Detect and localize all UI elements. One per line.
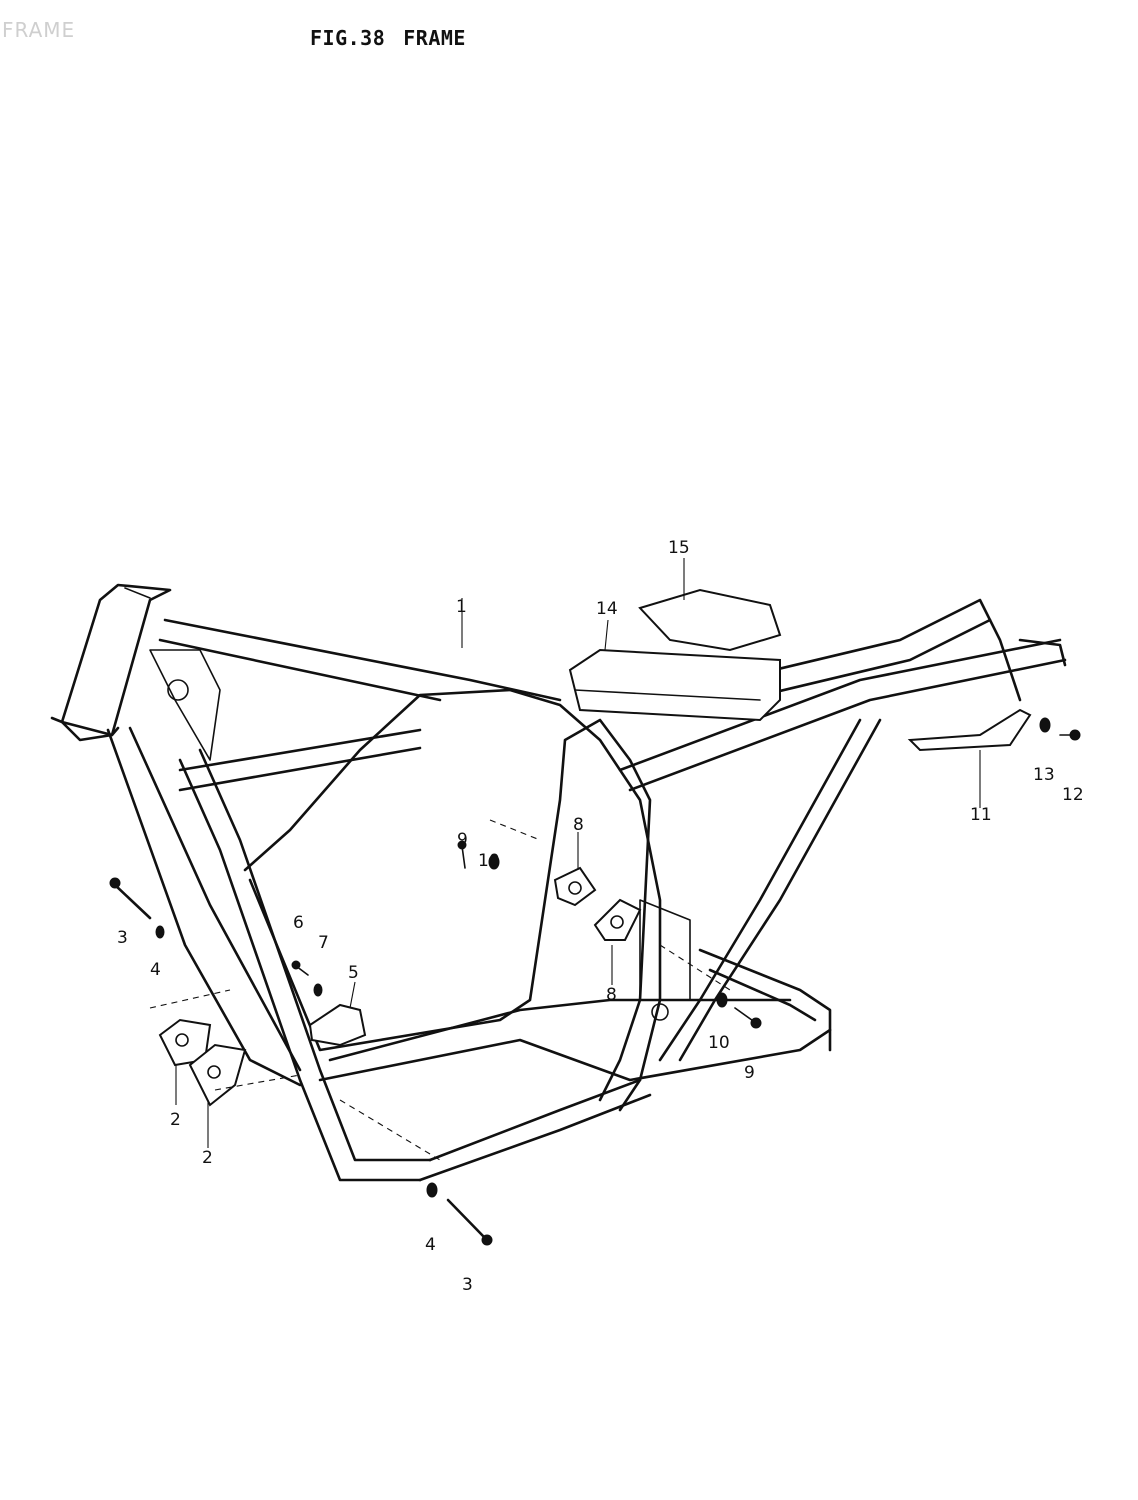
callout-labels: 1 2 2 3 3 4 4 5 6 7 8 8 9 9 10 10 11 12 … <box>117 538 1084 1295</box>
leader-lines <box>175 558 981 1148</box>
callout-9a: 9 <box>457 830 468 850</box>
callout-10a: 10 <box>478 851 500 871</box>
faded-watermark: FRAME <box>2 18 76 42</box>
figure-name: FRAME <box>403 26 466 50</box>
frame-assembly <box>50 583 1067 1182</box>
callout-8b: 8 <box>606 985 617 1005</box>
callout-8a: 8 <box>573 815 584 835</box>
callout-7: 7 <box>318 933 329 953</box>
callout-10b: 10 <box>708 1033 730 1053</box>
callout-12: 12 <box>1062 785 1084 805</box>
callout-3b: 3 <box>462 1275 473 1295</box>
figure-number: FIG.38 <box>310 26 386 50</box>
callout-13: 13 <box>1033 765 1055 785</box>
callout-11: 11 <box>970 805 992 825</box>
callout-5: 5 <box>348 963 359 983</box>
callout-2b: 2 <box>202 1148 213 1168</box>
callout-15: 15 <box>668 538 690 558</box>
callout-2a: 2 <box>170 1110 181 1130</box>
callout-3a: 3 <box>117 928 128 948</box>
callout-9b: 9 <box>744 1063 755 1083</box>
callout-4b: 4 <box>425 1235 436 1255</box>
callout-6: 6 <box>293 913 304 933</box>
callout-1: 1 <box>456 597 467 617</box>
callout-14: 14 <box>596 599 618 619</box>
callout-4a: 4 <box>150 960 161 980</box>
figure-title: FIG.38 FRAME <box>310 26 484 50</box>
fasteners <box>109 717 1081 1246</box>
